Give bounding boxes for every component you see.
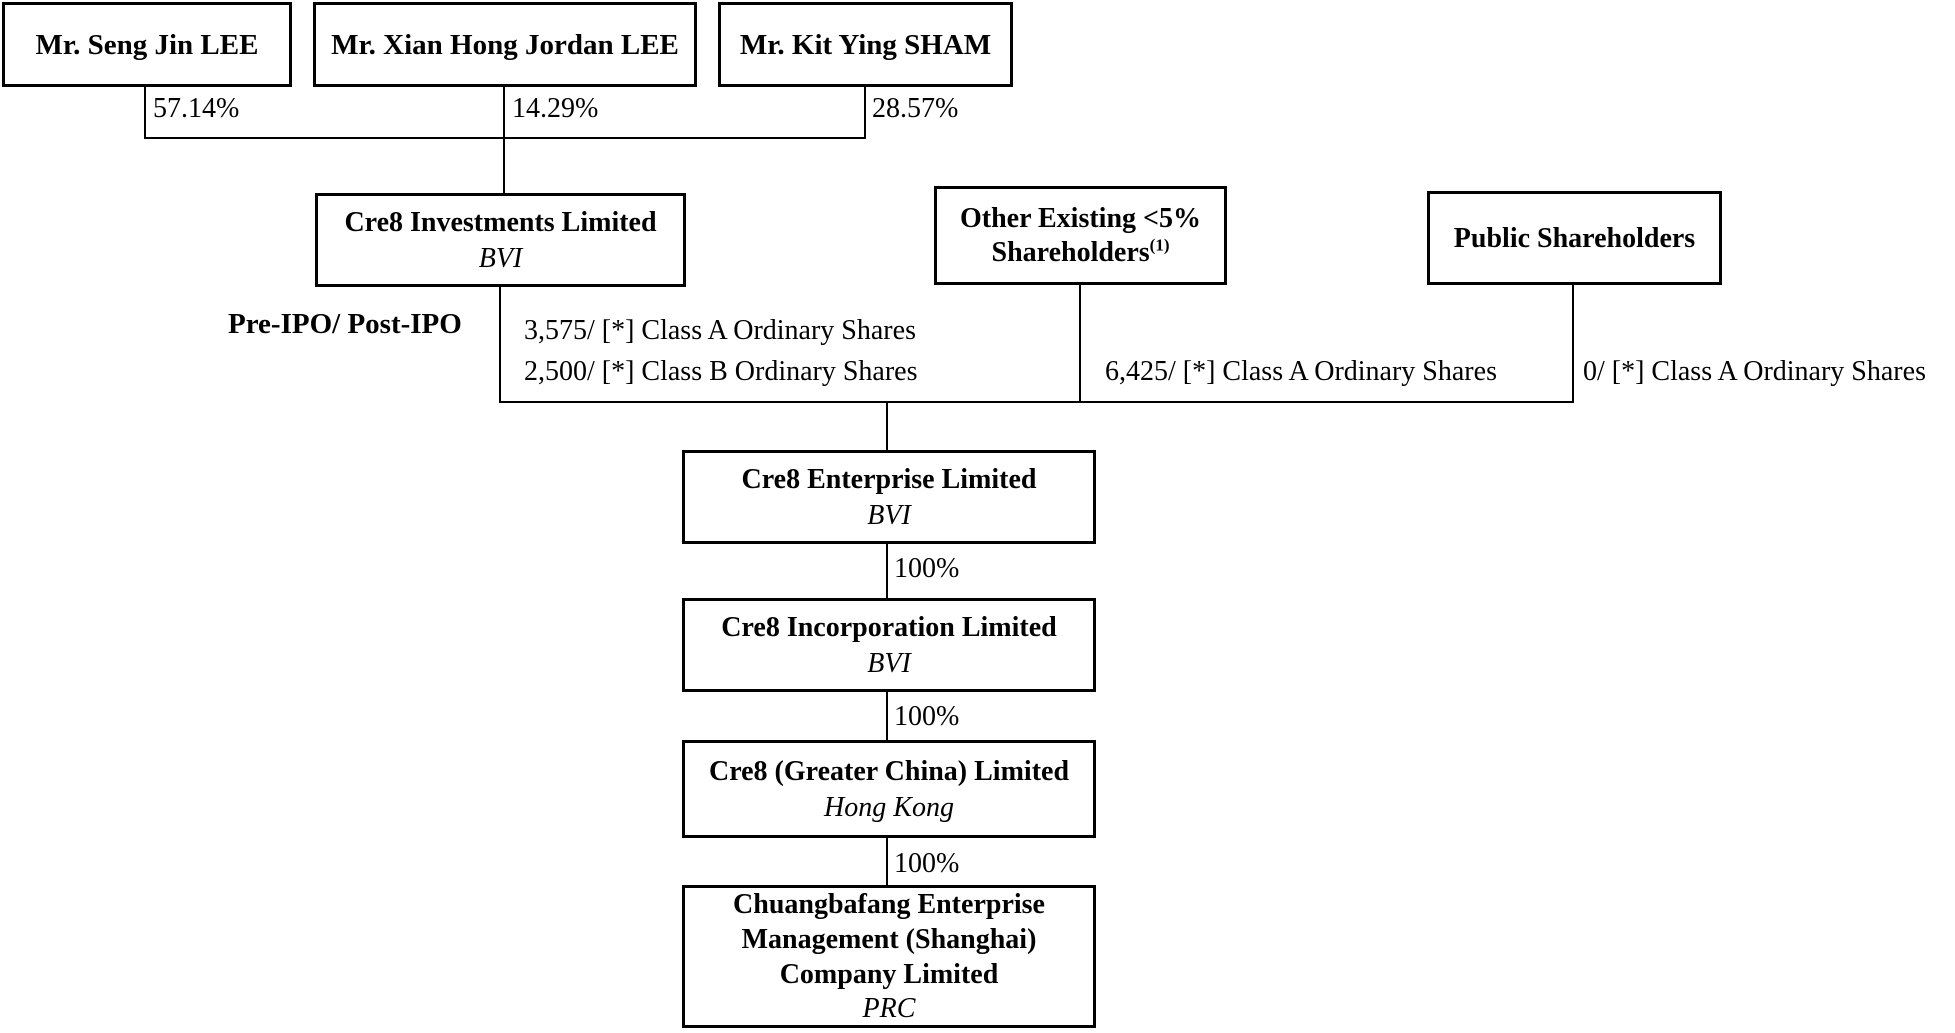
group-name-line2: Shareholders(1)	[992, 236, 1170, 270]
person-name: Mr. Seng Jin LEE	[35, 28, 259, 61]
jurisdiction: BVI	[478, 242, 523, 274]
connector-v-investments	[499, 287, 501, 403]
shares-investments-class-a: 3,575/ [*] Class A Ordinary Shares	[524, 315, 916, 346]
connector-h-persons	[144, 137, 866, 139]
node-person-xian-hong-jordan-lee: Mr. Xian Hong Jordan LEE	[313, 2, 697, 87]
connector-v-jordan	[503, 87, 505, 193]
connector-v-seng-jin	[144, 87, 146, 139]
connector-v-other-existing	[1079, 285, 1081, 403]
jurisdiction: BVI	[867, 499, 911, 531]
group-name-text: Shareholders	[991, 236, 1150, 268]
node-cre8-greater-china: Cre8 (Greater China) Limited Hong Kong	[682, 740, 1096, 838]
pre-post-ipo-label: Pre-IPO/ Post-IPO	[228, 308, 462, 340]
group-name: Public Shareholders	[1453, 222, 1696, 254]
company-name-line3: Company Limited	[779, 959, 999, 990]
node-person-kit-ying-sham: Mr. Kit Ying SHAM	[718, 2, 1013, 87]
connector-v-to-enterprise	[886, 403, 888, 450]
node-cre8-enterprise: Cre8 Enterprise Limited BVI	[682, 450, 1096, 544]
shares-other-existing: 6,425/ [*] Class A Ordinary Shares	[1105, 356, 1497, 387]
node-cre8-incorporation: Cre8 Incorporation Limited BVI	[682, 598, 1096, 692]
jurisdiction: Hong Kong	[824, 791, 954, 823]
connector-v-greaterchina-chuangbafang	[886, 838, 888, 885]
company-name: Cre8 (Greater China) Limited	[708, 755, 1070, 787]
company-name: Cre8 Enterprise Limited	[741, 463, 1037, 495]
footnote-marker: (1)	[1149, 235, 1170, 255]
ownership-pct-seng-jin: 57.14%	[153, 93, 240, 124]
ownership-pct-sham: 28.57%	[872, 93, 959, 124]
person-name: Mr. Xian Hong Jordan LEE	[331, 28, 679, 61]
connector-v-sham	[864, 87, 866, 139]
company-name: Cre8 Investments Limited	[344, 206, 657, 238]
ownership-pct-jordan: 14.29%	[512, 93, 599, 124]
node-public-shareholders: Public Shareholders	[1427, 191, 1722, 285]
person-name: Mr. Kit Ying SHAM	[739, 28, 992, 61]
connector-v-public	[1572, 285, 1574, 403]
node-chuangbafang: Chuangbafang Enterprise Management (Shan…	[682, 885, 1096, 1028]
ownership-pct-enterprise: 100%	[894, 553, 960, 584]
company-name: Cre8 Incorporation Limited	[721, 611, 1057, 643]
node-other-existing-shareholders: Other Existing <5% Shareholders(1)	[934, 186, 1227, 285]
connector-h-collector	[499, 401, 1574, 403]
node-person-seng-jin-lee: Mr. Seng Jin LEE	[2, 2, 292, 87]
ownership-pct-greater-china: 100%	[894, 848, 960, 879]
group-name-line1: Other Existing <5%	[959, 202, 1201, 234]
jurisdiction: PRC	[862, 993, 916, 1024]
node-cre8-investments: Cre8 Investments Limited BVI	[315, 193, 686, 287]
company-name-line1: Chuangbafang Enterprise	[733, 889, 1045, 920]
connector-v-incorporation-greaterchina	[886, 692, 888, 740]
shares-investments-class-b: 2,500/ [*] Class B Ordinary Shares	[524, 356, 918, 387]
jurisdiction: BVI	[867, 647, 911, 679]
ownership-pct-incorporation: 100%	[894, 701, 960, 732]
company-name-line2: Management (Shanghai)	[741, 924, 1037, 955]
shares-public: 0/ [*] Class A Ordinary Shares	[1583, 356, 1926, 387]
connector-v-enterprise-incorporation	[886, 544, 888, 598]
